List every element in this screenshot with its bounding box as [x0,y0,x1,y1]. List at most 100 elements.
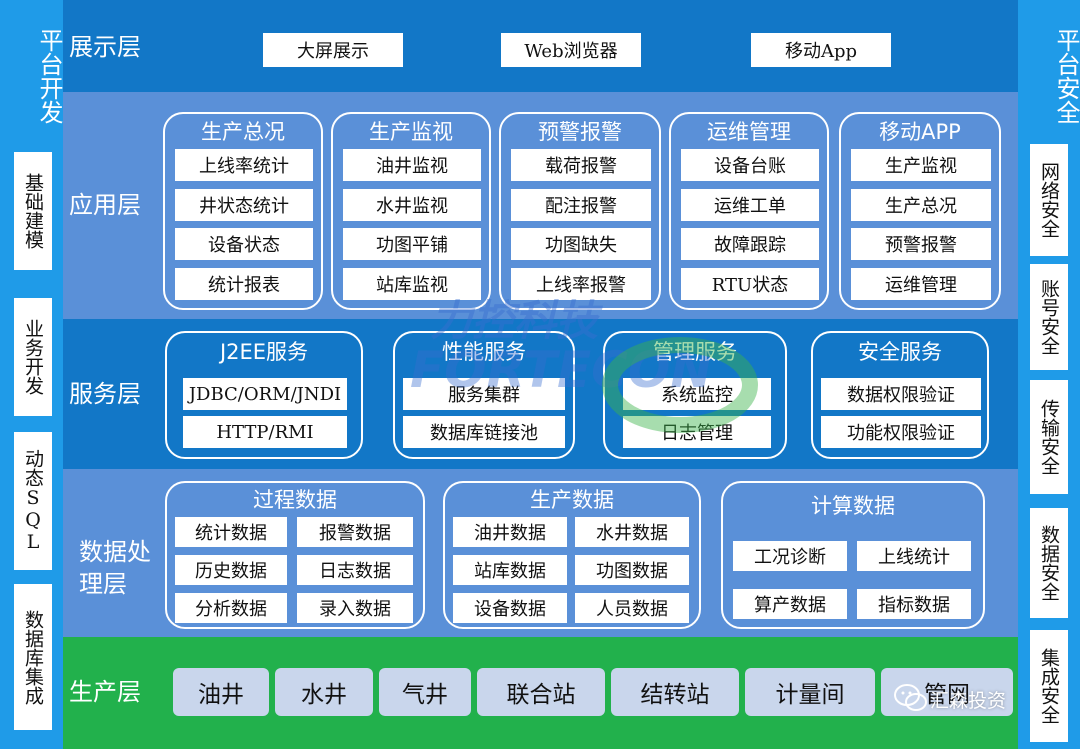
alarm-group: 预警报警 载荷报警 配注报警 功图缺失 上线率报警 [499,112,661,310]
group-item: 上线率统计 [175,149,313,181]
group-item: RTU状态 [681,268,819,300]
transfer-station-box: 结转站 [611,668,739,716]
group-item: 站库数据 [453,555,567,585]
group-item: 水井数据 [575,517,689,547]
metering-room-box: 计量间 [745,668,875,716]
group-item: 水井监视 [343,189,481,221]
application-layer: 应用层 生产总况 上线率统计 井状态统计 设备状态 统计报表 生产监视 油井监视… [63,92,1018,319]
group-title: 预警报警 [538,120,622,144]
group-item: JDBC/ORM/JNDI [183,378,347,410]
group-item: 报警数据 [297,517,413,547]
group-item: 功能权限验证 [821,416,981,448]
group-item: 人员数据 [575,593,689,623]
calculation-data-group: 计算数据 工况诊断 上线统计 算产数据 指标数据 [721,481,985,629]
group-item: 生产总况 [851,189,991,221]
data-security-box: 数据安全 [1030,508,1068,618]
database-integration-box: 数据库集成 [14,584,52,730]
display-layer-label: 展示层 [69,33,141,61]
group-item: 运维管理 [851,268,991,300]
group-item: 功图数据 [575,555,689,585]
service-layer: 服务层 J2EE服务 JDBC/ORM/JNDI HTTP/RMI 性能服务 服… [63,319,1018,469]
water-well-box: 水井 [275,668,373,716]
group-title: 生产数据 [530,488,614,512]
group-item: 上线统计 [857,541,971,571]
group-item: 设备状态 [175,228,313,260]
group-item: 分析数据 [175,593,287,623]
dynamic-sql-box: 动态SQL [14,432,52,570]
group-item: 日志管理 [623,416,771,448]
group-item: 系统监控 [623,378,771,410]
basic-modeling-box: 基础建模 [14,152,52,270]
group-item: 配注报警 [511,189,651,221]
group-item: 数据权限验证 [821,378,981,410]
gas-well-box: 气井 [379,668,471,716]
group-title: 计算数据 [811,494,895,518]
platform-development-title: 平台开发 [35,27,63,124]
group-item: 录入数据 [297,593,413,623]
mobile-app-group: 移动APP 生产监视 生产总况 预警报警 运维管理 [839,112,1001,310]
group-item: 上线率报警 [511,268,651,300]
group-title: 运维管理 [707,120,791,144]
group-item: 历史数据 [175,555,287,585]
group-item: 设备数据 [453,593,567,623]
watermark-source-text: 汇森投资 [930,690,1007,712]
big-screen-box: 大屏展示 [263,33,403,67]
group-item: 井状态统计 [175,189,313,221]
data-layer-label-line2: 理层 [79,570,127,598]
group-item: 油井数据 [453,517,567,547]
application-layer-label: 应用层 [69,191,141,219]
security-service-group: 安全服务 数据权限验证 功能权限验证 [811,331,989,459]
group-title: 移动APP [879,120,961,144]
group-item: 数据库链接池 [403,416,565,448]
group-item: 指标数据 [857,589,971,619]
group-item: 站库监视 [343,268,481,300]
group-item: 算产数据 [733,589,847,619]
data-processing-layer: 数据处 理层 过程数据 统计数据 报警数据 历史数据 日志数据 分析数据 录入数… [63,469,1018,637]
production-layer: 生产层 油井 水井 气井 联合站 结转站 计量间 管网 [63,637,1018,749]
management-service-group: 管理服务 系统监控 日志管理 [603,331,787,459]
group-item: 统计数据 [175,517,287,547]
group-item: 故障跟踪 [681,228,819,260]
service-layer-label: 服务层 [69,380,141,408]
network-security-box: 网络安全 [1030,144,1068,256]
group-item: 运维工单 [681,189,819,221]
group-title: 管理服务 [653,340,737,364]
group-title: 过程数据 [253,488,337,512]
group-item: 统计报表 [175,268,313,300]
group-item: 预警报警 [851,228,991,260]
group-item: 生产监视 [851,149,991,181]
group-title: 生产监视 [369,120,453,144]
integration-security-box: 集成安全 [1030,630,1068,742]
account-security-box: 账号安全 [1030,264,1068,370]
group-item: 功图平铺 [343,228,481,260]
group-item: 设备台账 [681,149,819,181]
group-item: 油井监视 [343,149,481,181]
joint-station-box: 联合站 [477,668,605,716]
group-title: 生产总况 [201,120,285,144]
production-layer-label: 生产层 [69,678,141,706]
group-item: HTTP/RMI [183,416,347,448]
group-item: 工况诊断 [733,541,847,571]
display-layer: 展示层 大屏展示 Web浏览器 移动App [63,0,1018,92]
group-title: 性能服务 [442,340,526,364]
group-item: 服务集群 [403,378,565,410]
platform-development-bar: 平台开发 基础建模 业务开发 动态SQL 数据库集成 [0,0,63,749]
business-development-box: 业务开发 [14,298,52,416]
performance-service-group: 性能服务 服务集群 数据库链接池 [393,331,575,459]
mobile-app-box: 移动App [751,33,891,67]
group-title: J2EE服务 [219,340,309,364]
production-overview-group: 生产总况 上线率统计 井状态统计 设备状态 统计报表 [163,112,323,310]
group-title: 安全服务 [858,340,942,364]
operation-maintenance-group: 运维管理 设备台账 运维工单 故障跟踪 RTU状态 [669,112,829,310]
wechat-icon [894,684,927,711]
data-layer-label-line1: 数据处 [79,538,151,566]
group-item: 日志数据 [297,555,413,585]
group-item: 功图缺失 [511,228,651,260]
platform-security-title: 平台安全 [1052,27,1080,124]
web-browser-box: Web浏览器 [501,33,641,67]
transport-security-box: 传输安全 [1030,380,1068,494]
production-monitor-group: 生产监视 油井监视 水井监视 功图平铺 站库监视 [331,112,491,310]
process-data-group: 过程数据 统计数据 报警数据 历史数据 日志数据 分析数据 录入数据 [165,481,425,629]
production-data-group: 生产数据 油井数据 水井数据 站库数据 功图数据 设备数据 人员数据 [443,481,701,629]
oil-well-box: 油井 [173,668,269,716]
